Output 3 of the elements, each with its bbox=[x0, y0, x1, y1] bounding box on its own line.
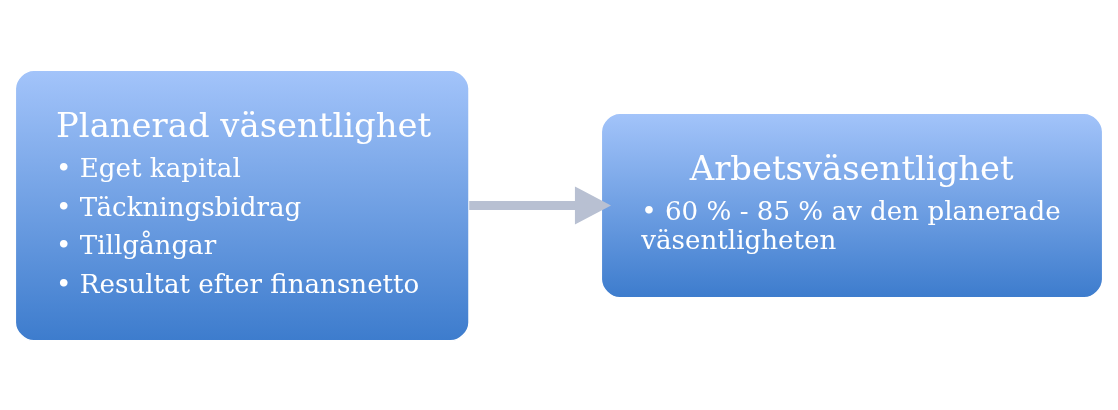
arrow bbox=[469, 186, 611, 224]
node-box: Planerad väsentlighet • Eget kapital • Täckningsbidrag • Tillgångar • Resultat efter finansnetto bbox=[14, 68, 470, 342]
node-box: Arbetsväsentlighet • 60 % - 85 % av den planerade väsentligheten bbox=[600, 111, 1104, 299]
